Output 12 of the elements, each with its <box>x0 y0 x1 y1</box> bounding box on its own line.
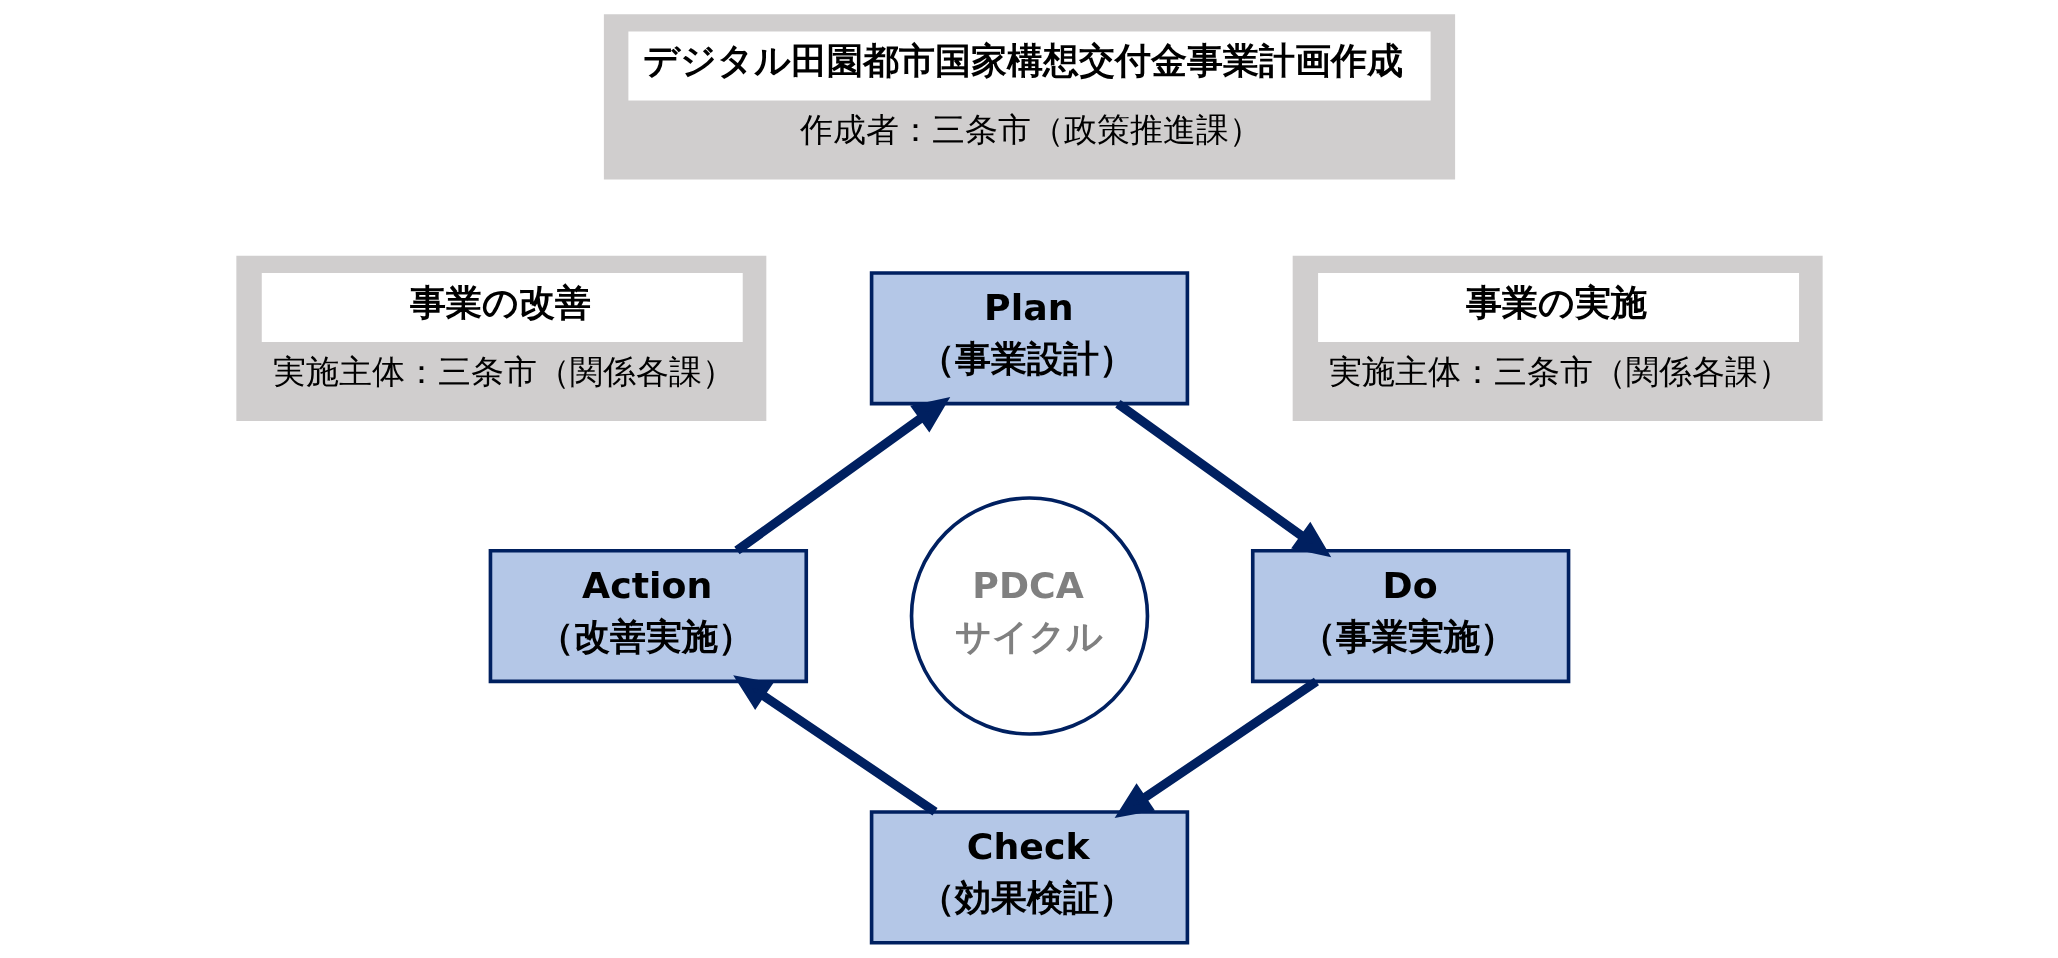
node-box: 事業の実施 実施主体：三条市（関係各課） <box>1292 255 1823 421</box>
arrow <box>1114 400 1331 558</box>
node-box: デジタル田園都市国家構想交付金事業計画作成 作成者：三条市（政策推進課） <box>603 14 1455 180</box>
node-box: Plan （事業設計） <box>869 271 1189 406</box>
arrow <box>732 675 938 816</box>
arrow <box>733 397 950 555</box>
node-box: Action （改善実施） <box>488 548 808 684</box>
arrow <box>1114 677 1319 819</box>
node-box: 事業の改善 実施主体：三条市（関係各課） <box>235 255 766 421</box>
node-box: Do （事業実施） <box>1250 548 1570 684</box>
node-circle: PDCA サイクル <box>909 496 1149 736</box>
node-box: Check （効果検証） <box>869 810 1189 945</box>
